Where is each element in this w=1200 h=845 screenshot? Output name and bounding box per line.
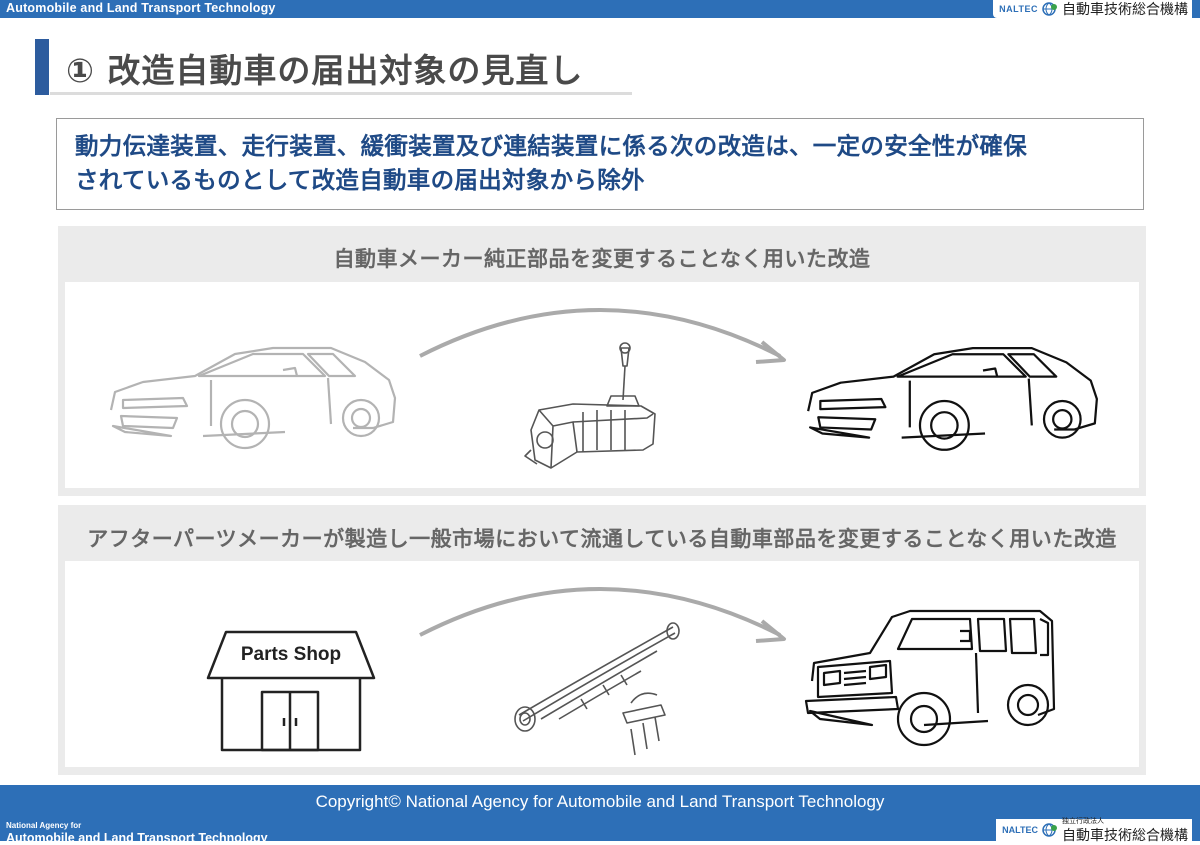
parts-shop-illustration: Parts Shop <box>206 630 376 752</box>
naltec-logo: NALTEC 自動車技術総合機構 <box>993 0 1192 18</box>
globe-icon <box>1042 823 1057 837</box>
logo-abbr: NALTEC <box>999 4 1038 14</box>
suv-illustration <box>804 609 1056 747</box>
footer-logo-small: 独立行政法人 <box>1062 816 1104 825</box>
transmission-illustration <box>524 342 656 469</box>
globe-icon <box>1042 2 1057 16</box>
panel-content-oem <box>65 282 1139 488</box>
footer-naltec-logo: NALTEC 独立行政法人 自動車技術総合機構 <box>996 816 1192 844</box>
arrow-icon <box>419 587 786 643</box>
statement-line-2: されているものとして改造自動車の届出対象から除外 <box>75 166 645 194</box>
statement-box: 動力伝達装置、走行装置、緩衝装置及び連結装置に係る次の改造は、一定の安全性が確保… <box>56 118 1144 210</box>
footer-org-line2: Automobile and Land Transport Technology <box>6 831 268 845</box>
copyright-text: Copyright© National Agency for Automobil… <box>315 792 885 811</box>
page-title: ① 改造自動車の届出対象の見直し <box>66 51 584 90</box>
arrow-icon <box>419 308 786 364</box>
title-underline <box>50 92 632 95</box>
statement-line-1: 動力伝達装置、走行装置、緩衝装置及び連結装置に係る次の改造は、一定の安全性が確保 <box>75 132 1027 160</box>
panel-aftermarket-parts: アフターパーツメーカーが製造し一般市場において流通している自動車部品を変更するこ… <box>58 505 1146 775</box>
logo-jp: 自動車技術総合機構 <box>1062 2 1188 18</box>
shop-building-icon <box>206 630 376 752</box>
panel-heading-oem: 自動車メーカー純正部品を変更することなく用いた改造 <box>333 247 871 271</box>
top-bar: Automobile and Land Transport Technology… <box>0 0 1200 18</box>
sedan-after-illustration <box>807 347 1098 451</box>
panel-content-aftermarket: Parts Shop <box>65 561 1139 767</box>
footer-org-line1: National Agency for <box>6 821 82 830</box>
title-accent-bar <box>35 39 49 95</box>
org-name-en: Automobile and Land Transport Technology <box>6 1 276 15</box>
shop-sign-text: Parts Shop <box>240 644 342 665</box>
leaf-spring-illustration <box>514 622 680 756</box>
panel-oem-parts: 自動車メーカー純正部品を変更することなく用いた改造 <box>58 226 1146 496</box>
footer-logo-abbr: NALTEC <box>1002 825 1038 835</box>
footer-bar: Copyright© National Agency for Automobil… <box>0 785 1200 845</box>
footer-logo-jp: 自動車技術総合機構 <box>1062 827 1188 844</box>
panel-heading-aftermarket: アフターパーツメーカーが製造し一般市場において流通している自動車部品を変更するこ… <box>87 527 1117 551</box>
sedan-before-illustration <box>109 346 397 450</box>
